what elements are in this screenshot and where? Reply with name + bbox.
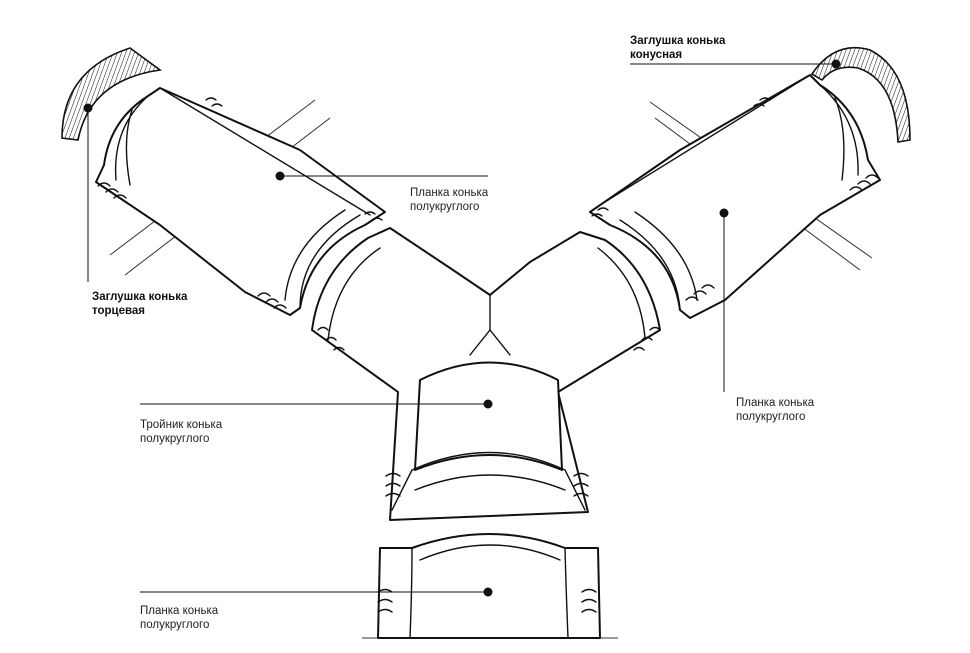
cone-cap-right (810, 46, 911, 143)
label-ridge-upper-left-line1: Планка конька (410, 187, 489, 199)
label-tee-line2: полукруглого (140, 433, 210, 445)
label-ridge-upper-left-line2: полукруглого (410, 201, 480, 213)
label-ridge-upper-left: Планка конька полукруглого (410, 186, 488, 214)
cone-cap-marker (831, 59, 841, 69)
ridge-bar-upper-left (95, 87, 386, 316)
label-cone-cap-line2: конусная (630, 49, 683, 61)
label-ridge-bottom: Планка конька полукруглого (140, 604, 218, 632)
label-ridge-right: Планка конька полукруглого (736, 396, 814, 424)
ridge-right-marker (719, 208, 729, 218)
label-ridge-bottom-line1: Планка конька (140, 605, 219, 617)
label-ridge-right-line2: полукруглого (736, 411, 806, 423)
label-ridge-bottom-line2: полукруглого (140, 619, 210, 631)
ridge-bar-upper-right (589, 74, 881, 319)
label-ridge-right-line1: Планка конька (736, 397, 815, 409)
label-end-cap-line2: торцевая (92, 305, 146, 317)
ridge-bottom-marker (483, 587, 493, 597)
label-cone-cap: Заглушка конька конусная (630, 34, 725, 62)
tee-piece (311, 227, 661, 521)
label-tee-line1: Тройник конька (140, 419, 223, 431)
tee-marker (483, 399, 493, 409)
end-cap-marker (83, 103, 93, 113)
label-end-cap-line1: Заглушка конька (92, 291, 188, 303)
label-tee: Тройник конька полукруглого (140, 418, 222, 446)
label-cone-cap-line1: Заглушка конька (630, 35, 726, 47)
ridge-bar-bottom (377, 533, 601, 639)
ridge-upper-left-marker (275, 171, 285, 181)
leader-lines (83, 59, 841, 597)
label-end-cap: Заглушка конька торцевая (92, 290, 187, 318)
